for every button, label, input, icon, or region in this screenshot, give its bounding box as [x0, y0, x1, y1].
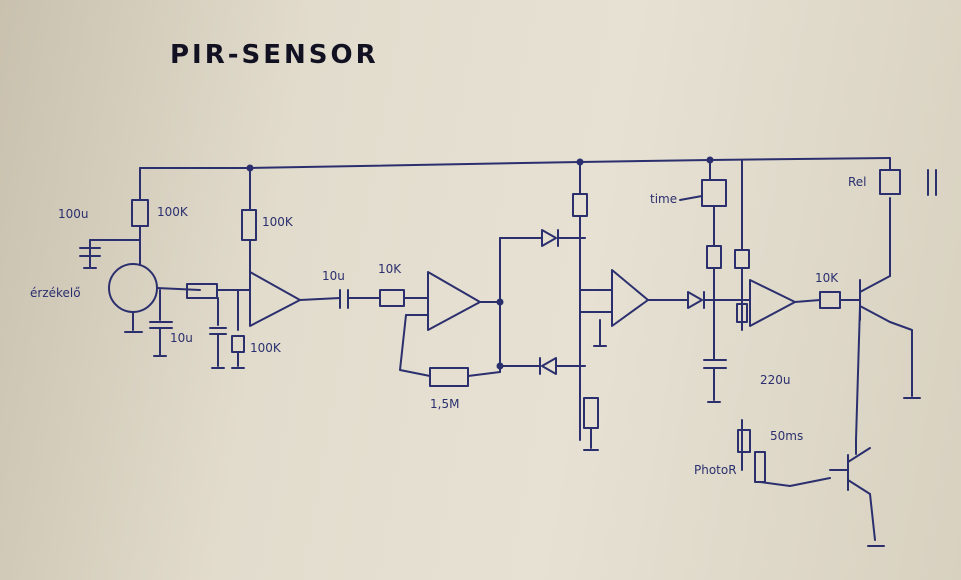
- timer-stage: [679, 159, 861, 487]
- output-stage: [829, 157, 937, 547]
- sensor-label: érzékelő: [30, 286, 81, 300]
- time-label: time: [650, 192, 677, 206]
- photo-label: PhotoR: [694, 463, 737, 477]
- relay-label: Rel: [848, 175, 867, 189]
- r3-label: 100K: [250, 341, 282, 355]
- pot-label: 50ms: [770, 429, 803, 443]
- r2-label: 100K: [262, 215, 294, 229]
- r-amp-label: 10K: [378, 262, 402, 276]
- diode-pair: [499, 229, 586, 375]
- amplifier-stage: [339, 237, 504, 387]
- cap-input-label: 100u: [58, 207, 89, 221]
- opamp-1: [249, 271, 341, 327]
- diagram-title: PIR-SENSOR: [170, 40, 379, 70]
- r1-label: 100K: [157, 205, 189, 219]
- r-feedback-label: 1,5M: [430, 397, 459, 411]
- cap-timer-label: 220u: [760, 373, 791, 387]
- supply-rail: [139, 156, 891, 172]
- cap-coupling-label: 10u: [322, 269, 345, 283]
- sensor-stage: [79, 167, 257, 369]
- comparator-stage: [572, 161, 751, 451]
- cap-sensor-label: 10u: [170, 331, 193, 345]
- r-driver-label: 10K: [815, 271, 839, 285]
